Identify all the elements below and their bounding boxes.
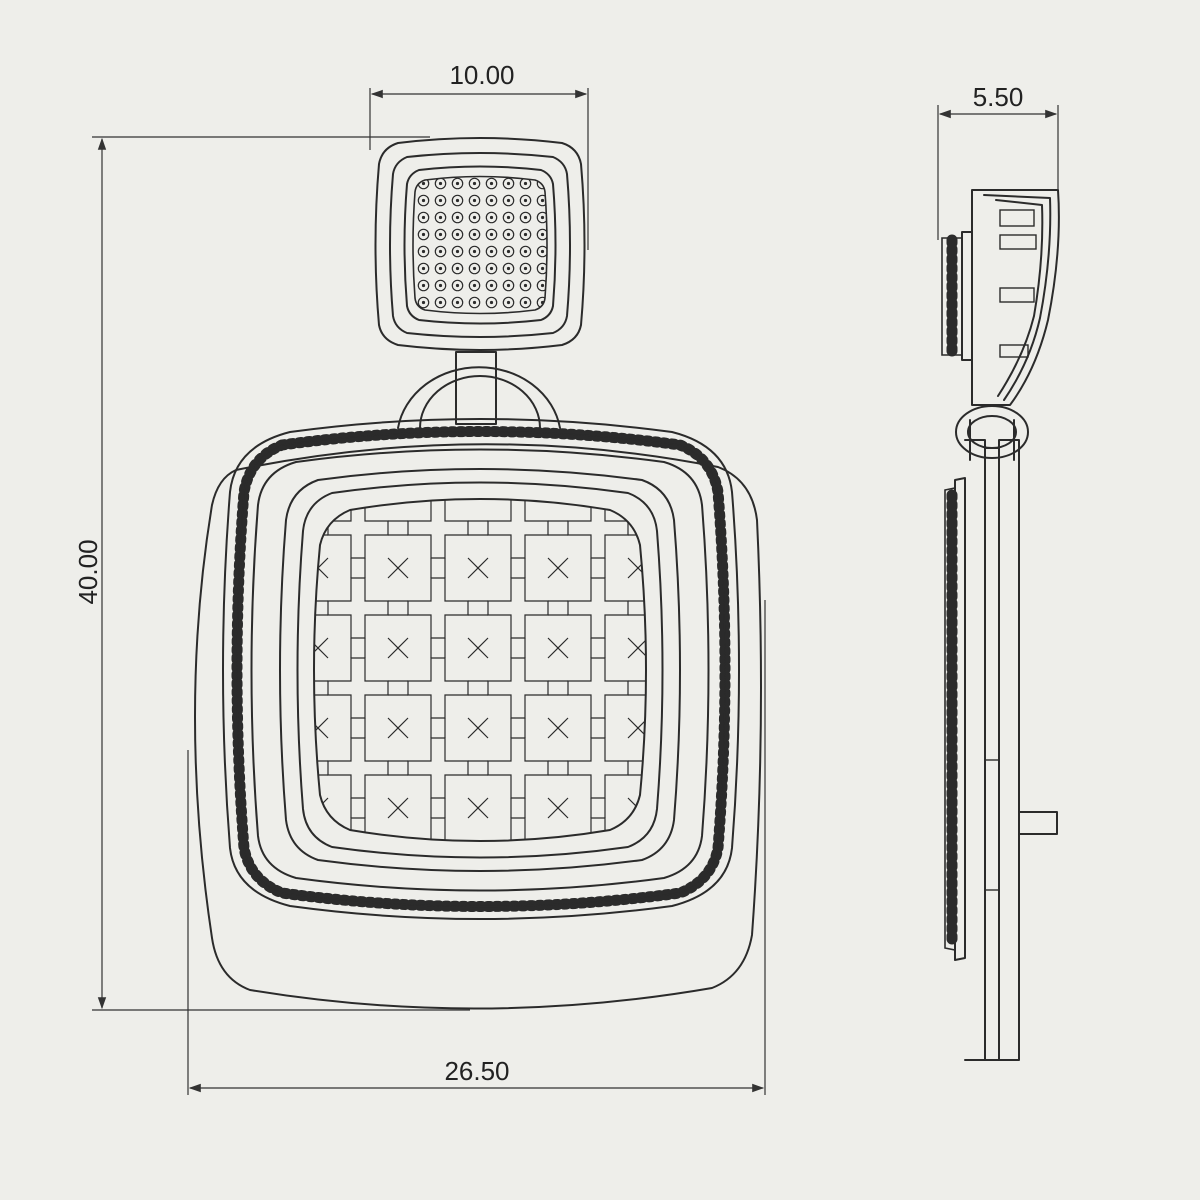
connector	[397, 351, 561, 429]
lattice-window	[313, 498, 647, 842]
dim-total-height: 40.00	[73, 136, 470, 1011]
dim-total-height-label: 40.00	[73, 539, 103, 604]
dim-bail-width: 10.00	[369, 60, 589, 250]
dim-bail-width-label: 10.00	[449, 60, 514, 90]
dim-side-depth: 5.50	[937, 82, 1059, 240]
inner-frame-2	[296, 481, 664, 859]
bail-pave-stones	[412, 175, 548, 315]
outer-plate	[194, 443, 762, 1010]
inner-frame-1	[279, 468, 681, 872]
dim-side-depth-label: 5.50	[973, 82, 1024, 112]
side-view	[941, 189, 1060, 1061]
dim-total-width: 26.50	[187, 600, 766, 1095]
bail-top	[374, 137, 586, 351]
dim-total-width-label: 26.50	[444, 1056, 509, 1086]
front-view	[194, 137, 762, 1010]
